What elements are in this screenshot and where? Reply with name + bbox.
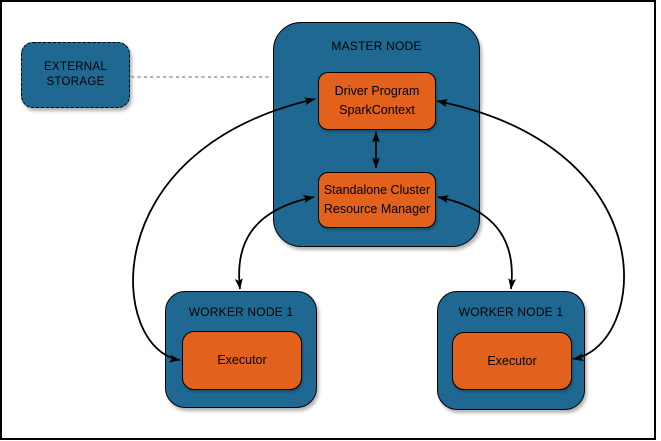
worker-node-left-title: WORKER NODE 1 (188, 305, 294, 319)
external-storage-label: EXTERNAL STORAGE (22, 43, 129, 107)
driver-program-line1: Driver Program (334, 84, 420, 98)
worker-node-right-title: WORKER NODE 1 (458, 305, 564, 319)
external-storage-line1: EXTERNAL (43, 60, 108, 73)
executor-right-label: Executor (487, 353, 537, 368)
resource-manager-line1: Standalone Cluster (323, 183, 431, 197)
driver-program-box: Driver Program SparkContext (318, 72, 436, 130)
worker-node-left: WORKER NODE 1 Executor (165, 291, 317, 408)
driver-program-line2: SparkContext (339, 103, 415, 117)
executor-box-left: Executor (182, 331, 302, 390)
executor-box-right: Executor (452, 332, 572, 390)
external-storage-node: EXTERNAL STORAGE (21, 42, 130, 108)
master-node: MASTER NODE Driver Program SparkContext … (273, 22, 480, 247)
driver-program-label: Driver Program SparkContext (319, 73, 435, 129)
resource-manager-label: Standalone Cluster Resource Manager (319, 173, 435, 227)
resource-manager-line2: Resource Manager (323, 202, 431, 216)
executor-left-label: Executor (217, 353, 267, 367)
external-storage-line2: STORAGE (46, 76, 105, 88)
worker-node-right: WORKER NODE 1 Executor (437, 291, 585, 410)
master-node-title: MASTER NODE (331, 39, 422, 53)
resource-manager-box: Standalone Cluster Resource Manager (318, 172, 436, 228)
